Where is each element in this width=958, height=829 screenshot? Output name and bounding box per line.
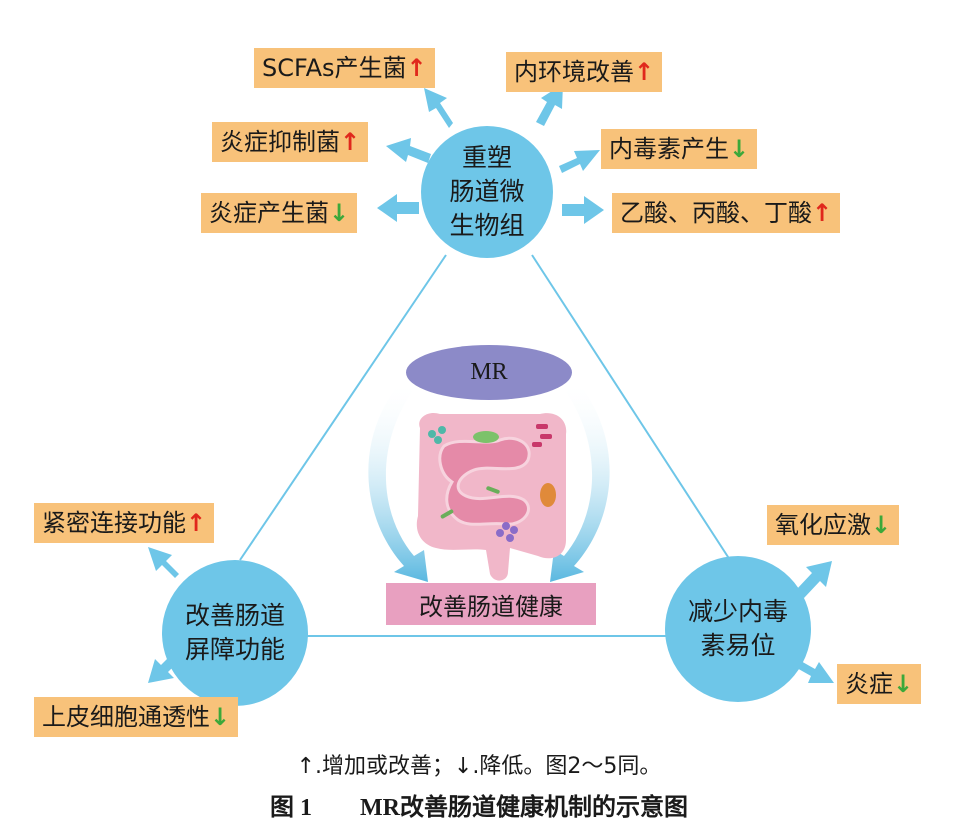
up-arrow-icon: ↑ <box>406 54 427 82</box>
connector-top-right <box>531 254 731 561</box>
arrow-to-inflammatory-bacteria <box>377 194 419 222</box>
swirl-arrow-right <box>550 380 610 582</box>
down-arrow-icon: ↓ <box>893 670 914 698</box>
swirl-arrow-left <box>368 380 428 582</box>
right-node-arrows <box>795 561 834 683</box>
down-arrow-icon: ↓ <box>329 199 350 227</box>
mr-label: MR <box>470 359 508 385</box>
effect-epithelial-permeability: 上皮细胞通透性↓ <box>34 697 239 737</box>
up-arrow-icon: ↑ <box>340 128 361 156</box>
node-improve-barrier: 改善肠道 屏障功能 <box>162 560 308 706</box>
bacteria-pink-cluster <box>532 424 552 447</box>
bacteria-teal-cluster <box>428 426 446 444</box>
node-improve-barrier-label: 改善肠道 屏障功能 <box>184 601 285 664</box>
legend-note: ↑.增加或改善；↓.降低。图2～5同。 <box>296 754 662 779</box>
up-arrow-icon: ↑ <box>186 509 207 537</box>
arrow-to-inflammation <box>795 660 834 683</box>
effect-inflammation-producing-bacteria: 炎症产生菌↓ <box>201 193 358 233</box>
intestine-illustration <box>416 412 567 581</box>
effect-oxidative-stress: 氧化应激↓ <box>767 505 900 545</box>
node-remodel-microbiome: 重塑 肠道微 生物组 <box>421 126 553 258</box>
down-arrow-icon: ↓ <box>871 511 892 539</box>
connector-top-left <box>239 254 447 561</box>
top-node-arrows <box>377 84 604 224</box>
arrow-to-endotoxin <box>559 150 600 173</box>
effect-environment-improvement: 内环境改善↑ <box>506 52 663 92</box>
figure-title: MR改善肠道健康机制的示意图 <box>360 795 688 821</box>
down-arrow-icon: ↓ <box>210 703 231 731</box>
effect-inflammation: 炎症↓ <box>837 664 922 704</box>
arrow-to-inhibitory <box>386 138 431 163</box>
effect-tight-junction-function: 紧密连接功能↑ <box>34 503 215 543</box>
effect-scfas-bacteria: SCFAs产生菌↑ <box>254 48 435 88</box>
bacteria-orange <box>540 483 556 507</box>
up-arrow-icon: ↑ <box>812 199 833 227</box>
arrow-to-environment <box>536 84 563 126</box>
improve-gut-health-label: 改善肠道健康 <box>386 583 596 625</box>
bacteria-purple-cluster <box>496 522 518 542</box>
triangle-connectors <box>239 254 731 637</box>
swirl-arrows <box>368 380 610 582</box>
effect-acetic-propionic-butyric-acids: 乙酸、丙酸、丁酸↑ <box>612 193 841 233</box>
effect-endotoxin-production: 内毒素产生↓ <box>601 129 758 169</box>
up-arrow-icon: ↑ <box>634 58 655 86</box>
figure-caption: 图 1 MR改善肠道健康机制的示意图 <box>0 787 958 822</box>
down-arrow-icon: ↓ <box>729 135 750 163</box>
figure-number: 图 1 <box>270 795 312 821</box>
arrow-to-tight-junction <box>148 547 179 578</box>
bacteria-green <box>473 431 499 443</box>
mr-ellipse: MR <box>406 345 572 400</box>
node-remodel-microbiome-label: 重塑 肠道微 生物组 <box>449 143 525 240</box>
arrow-to-oxidative-stress <box>796 561 832 598</box>
bacteria-green-rods <box>440 486 500 519</box>
arrow-to-scfas <box>424 88 453 128</box>
arrow-to-acids <box>562 196 604 224</box>
small-intestine <box>438 436 531 526</box>
node-reduce-endotoxin: 减少内毒 素易位 <box>665 556 811 702</box>
node-reduce-endotoxin-label: 减少内毒 素易位 <box>687 597 788 660</box>
effect-inflammation-inhibiting-bacteria: 炎症抑制菌↑ <box>212 122 369 162</box>
